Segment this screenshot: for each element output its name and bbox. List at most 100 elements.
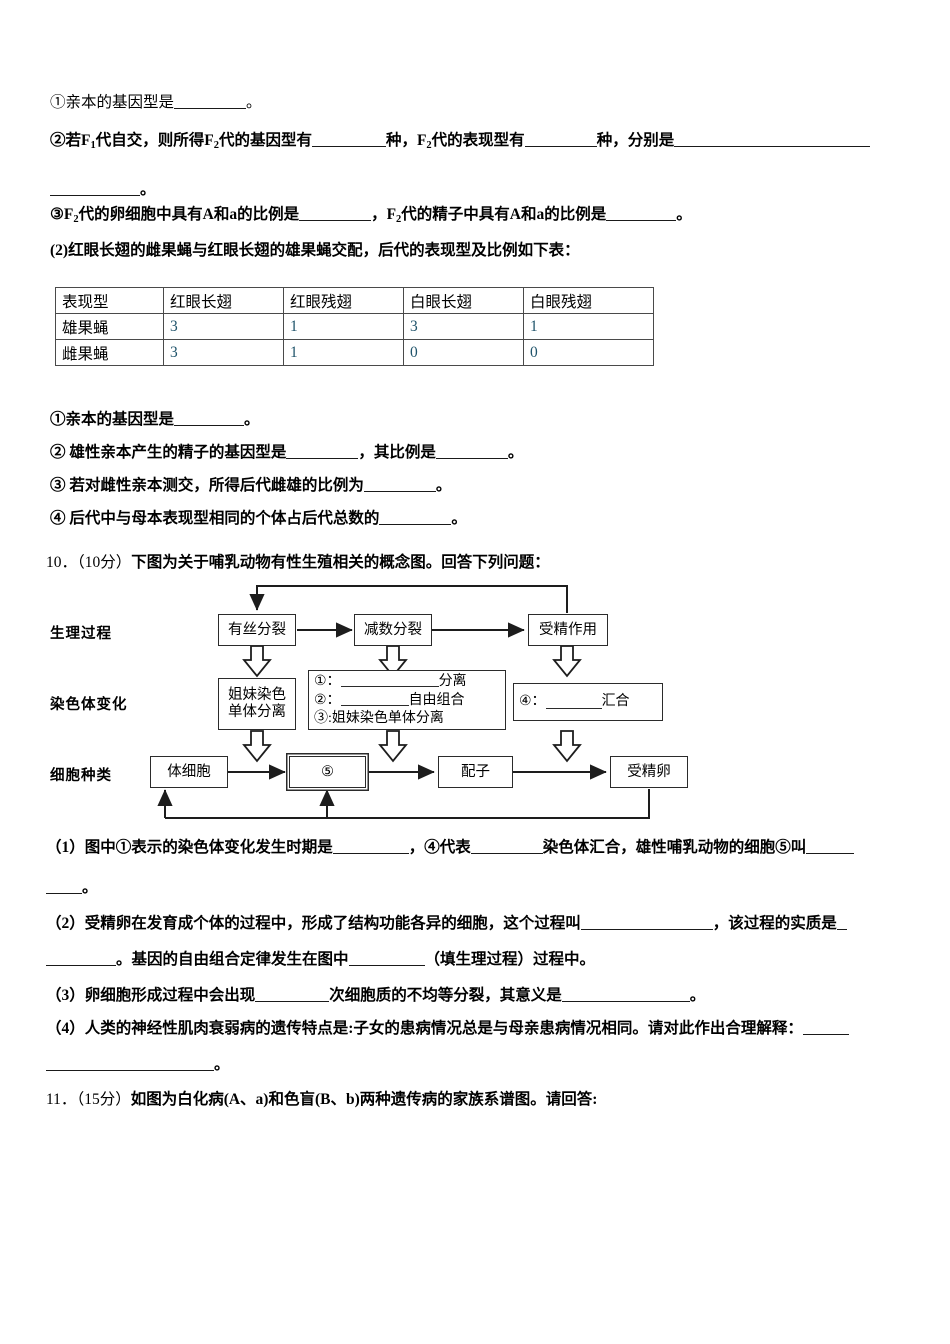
box-line-1: 姐妹染色 [228, 687, 286, 703]
table-cell: 0 [523, 339, 654, 366]
answer-blank[interactable] [255, 989, 330, 1002]
answer-blank[interactable] [340, 693, 409, 706]
f2-subscript: 2 [73, 214, 79, 225]
answer-blank[interactable] [561, 989, 690, 1002]
q10-sub2-d: （填生理过程）过程中。 [424, 951, 596, 968]
diagram-box-meiosis-changes: ①：分离 ②： 自由组合 ③:姐妹染色单体分离 [308, 670, 506, 730]
table-cell: 3 [163, 339, 284, 366]
q10-sub2-wrap: 。基因的自由组合定律发生在图中 （填生理过程）过程中。 [46, 950, 595, 970]
q9-p1-item1-period: 。 [246, 94, 262, 111]
answer-blank[interactable] [379, 512, 452, 525]
q9-p1-item2-a: ②若F [50, 132, 91, 149]
diagram-box-meiosis: 减数分裂 [354, 614, 432, 646]
answer-blank[interactable] [806, 841, 855, 854]
phenotype-ratio-table: 表现型 红眼长翅 红眼残翅 白眼长翅 白眼残翅 雄果蝇 3 1 3 1 雌果蝇 … [55, 287, 654, 366]
chrom-line-2-label: ②： [314, 692, 341, 708]
q10-sub1-b: ，④代表 [408, 839, 471, 856]
table-cell: 1 [283, 313, 404, 340]
q9-p1-item1-text: ①亲本的基因型是 [50, 94, 175, 111]
answer-blank[interactable] [50, 183, 140, 196]
answer-blank[interactable] [348, 953, 425, 966]
table-cell: 1 [523, 313, 654, 340]
q9-p1-item3-b: 代的卵细胞中具有A和a的比例是 [78, 206, 300, 223]
diagram-row-label-process: 生理过程 [50, 626, 112, 642]
q11-stem-line: 11．（15分）如图为白化病(A、a)和色盲(B、b)两种遗传病的家族系谱图。请… [46, 1090, 597, 1110]
table-header-cell: 白眼长翅 [403, 287, 524, 314]
period: 。 [214, 1056, 230, 1073]
answer-blank[interactable] [340, 674, 439, 687]
diagram-box-gamete: 配子 [438, 756, 513, 788]
answer-blank[interactable] [363, 479, 436, 492]
period: 。 [507, 444, 524, 461]
q10-stem-line: 10．（10分）下图为关于哺乳动物有性生殖相关的概念图。回答下列问题： [46, 553, 550, 573]
answer-blank[interactable] [174, 96, 247, 109]
q10-sub4-wrap: 。 [46, 1055, 230, 1075]
table-row: 雌果蝇 3 1 0 0 [55, 339, 654, 366]
q9-p2-item2-a: ② 雄性亲本产生的精子的基因型是 [50, 444, 287, 461]
q10-sub4-a: （4）人类的神经性肌肉衰弱病的遗传特点是:子女的患病情况总是与母亲患病情况相同。… [46, 1020, 803, 1037]
q10-sub2: （2）受精卵在发育成个体的过程中，形成了结构功能各异的细胞，这个过程叫，该过程的… [46, 914, 847, 934]
answer-blank[interactable] [470, 841, 543, 854]
table-header-row: 表现型 红眼长翅 红眼残翅 白眼长翅 白眼残翅 [55, 287, 654, 314]
table-header-cell: 白眼残翅 [523, 287, 654, 314]
answer-blank[interactable] [580, 917, 713, 930]
chrom-line-1: ①：分离 [314, 673, 500, 692]
diagram-box-zygote: 受精卵 [610, 756, 688, 788]
q10-sub4: （4）人类的神经性肌肉衰弱病的遗传特点是:子女的患病情况总是与母亲患病情况相同。… [46, 1019, 849, 1039]
chrom-line-2: ②： 自由组合 [314, 692, 500, 711]
diagram-box-chromosome-merge: ④：汇合 [513, 683, 663, 721]
table-cell: 1 [283, 339, 404, 366]
f2-subscript: 2 [426, 140, 432, 151]
answer-blank[interactable] [286, 446, 359, 459]
chrom-line-1-text: 分离 [438, 674, 467, 689]
q10-sub2-c: 。基因的自由组合定律发生在图中 [116, 951, 349, 968]
answer-blank[interactable] [332, 841, 409, 854]
q11-number: 11． [46, 1091, 77, 1108]
table-header-cell: 红眼长翅 [163, 287, 284, 314]
f1-subscript: 1 [90, 140, 96, 151]
q10-number: 10． [46, 554, 78, 571]
answer-blank[interactable] [606, 208, 677, 221]
box-line-2: 单体分离 [228, 704, 286, 720]
answer-blank[interactable] [311, 134, 386, 147]
answer-blank[interactable] [299, 208, 372, 221]
answer-blank[interactable] [174, 413, 245, 426]
q9-p1-item3-a: ③F [50, 206, 74, 223]
q10-sub1-wrap: 。 [46, 878, 98, 898]
answer-blank[interactable] [46, 1058, 214, 1071]
answer-blank[interactable] [46, 881, 82, 894]
q9-p1-item2-d: 种，F [385, 132, 427, 149]
table-cell: 3 [403, 313, 524, 340]
answer-blank[interactable] [802, 1022, 849, 1035]
period: 。 [244, 411, 260, 428]
chrom-line-3: ③:姐妹染色单体分离 [314, 711, 444, 726]
answer-blank[interactable] [46, 953, 116, 966]
row-label: 雄果蝇 [55, 313, 164, 340]
answer-blank[interactable] [836, 917, 847, 930]
diagram-box-sister-chromatid-separation: 姐妹染色 单体分离 [218, 678, 296, 730]
q9-p2-item4: ④ 后代中与母本表现型相同的个体占后代总数的。 [50, 509, 467, 529]
q9-p2-item2-b: ，其比例是 [358, 444, 436, 461]
answer-blank[interactable] [674, 134, 871, 147]
q9-p1-item2-b: 代自交，则所得F [95, 132, 214, 149]
q9-p1-item2-f: 种，分别是 [596, 132, 675, 149]
answer-blank[interactable] [545, 696, 602, 709]
diagram-box-fertilization: 受精作用 [528, 614, 608, 646]
q9-p1-item2-wrap: 。 [50, 180, 156, 200]
period: 。 [82, 879, 98, 896]
f2-subscript: 2 [213, 140, 219, 151]
q10-sub3-b: 次细胞质的不均等分裂，其意义是 [329, 987, 562, 1004]
answer-blank[interactable] [524, 134, 597, 147]
diagram-box-somatic-cell: 体细胞 [150, 756, 228, 788]
q9-p2-item1: ①亲本的基因型是。 [50, 410, 260, 430]
q10-points: （10分） [77, 554, 132, 571]
f2-subscript: 2 [396, 214, 402, 225]
q10-sub3-a: （3）卵细胞形成过程中会出现 [46, 987, 256, 1004]
answer-blank[interactable] [435, 446, 508, 459]
q9-p1-item2-period: 。 [140, 181, 156, 198]
q9-p2-item3: ③ 若对雌性亲本测交，所得后代雌雄的比例为。 [50, 476, 451, 496]
merge-label: ④： [519, 693, 546, 709]
q9-p2-item4-a: ④ 后代中与母本表现型相同的个体占后代总数的 [50, 510, 380, 527]
chrom-line-2-text: 自由组合 [408, 692, 465, 708]
